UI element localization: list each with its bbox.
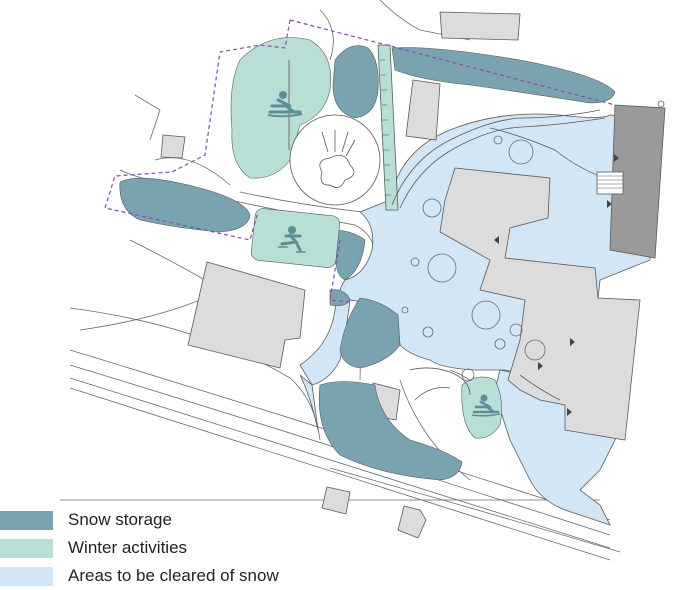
building-south-2 (397, 505, 427, 539)
building-south-1 (321, 486, 351, 515)
walkways (391, 109, 611, 401)
snow-storage-7 (318, 381, 463, 481)
stairs (596, 171, 624, 195)
winter-area-skating-rink (251, 208, 340, 268)
building-school-main (439, 167, 641, 441)
legend-label: Snow storage (68, 510, 172, 529)
snow-storage-4 (335, 229, 366, 281)
buildings (160, 11, 641, 539)
legend-label: Winter activities (68, 538, 188, 557)
building-north (405, 79, 441, 141)
legend-item-winter-activities: Winter activities (0, 534, 420, 562)
north-marker (657, 100, 665, 108)
roundabout (289, 114, 381, 206)
building-shed (160, 134, 186, 159)
snow-storage-1 (332, 45, 379, 119)
building-dark-annex (609, 104, 666, 259)
legend-swatch-winter-activities (0, 538, 53, 558)
building-top (439, 11, 521, 41)
legend-label: Areas to be cleared of snow (68, 566, 279, 585)
legend: Snow storage Winter activities Areas to … (0, 506, 420, 590)
cleared-area-west-path (299, 374, 319, 431)
building-gymnasium (187, 261, 306, 369)
skating-icon (278, 226, 306, 253)
snow-storage-5 (329, 289, 351, 307)
entrance-markers (494, 154, 619, 416)
legend-swatch-snow-storage (0, 510, 53, 530)
sled-icon (471, 394, 501, 417)
legend-item-cleared-areas: Areas to be cleared of snow (0, 562, 420, 590)
legend-swatch-cleared-areas (0, 566, 53, 586)
snow-storage-2 (119, 177, 251, 233)
property-boundary (104, 19, 616, 303)
trees-features (401, 135, 546, 382)
legend-item-snow-storage: Snow storage (0, 506, 420, 534)
snow-storage-6 (339, 297, 401, 369)
sled-icon (267, 60, 303, 150)
